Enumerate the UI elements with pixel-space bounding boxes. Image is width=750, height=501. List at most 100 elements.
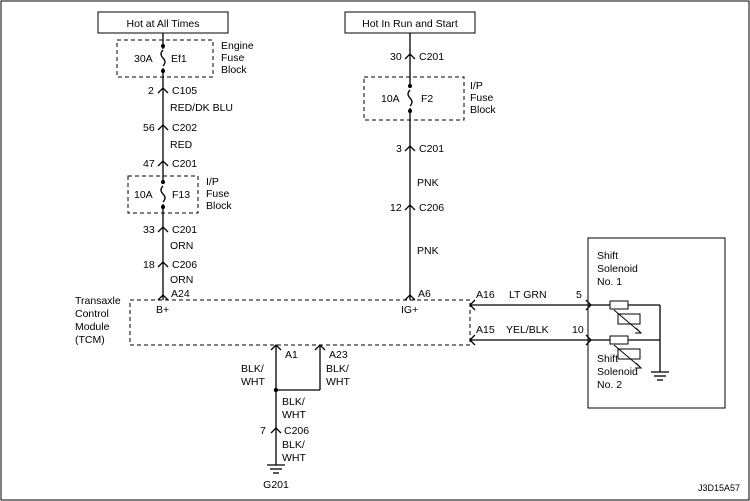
connector-c206-7-name: C206 (284, 425, 309, 437)
fuse-f13-symbol (160, 185, 166, 203)
fuse-f13-name: F13 (172, 189, 190, 201)
connector-c206-12-pin: 12 (390, 202, 402, 214)
shift-solenoid-2-core-icon (617, 348, 641, 360)
fuse-f2-symbol (407, 89, 413, 107)
ip-fuse-block-f13-line3: Block (206, 200, 232, 212)
connector-c206-18-name: C206 (172, 259, 197, 271)
fuse-ef1-name: Ef1 (171, 53, 187, 65)
connector-c202-name: C202 (172, 122, 197, 134)
wire-color-blk-wht-bottom-line2: WHT (282, 452, 306, 464)
connector-c206-7-pin: 7 (260, 425, 266, 437)
connector-c206-18-pin: 18 (143, 259, 155, 271)
connector-c105-pin: 2 (148, 85, 154, 97)
wire-color-blk-wht-mid-line2: WHT (282, 409, 306, 421)
tcm-pin-a6: A6 (418, 288, 431, 300)
tcm-terminal-b-plus: B+ (156, 304, 169, 316)
connector-c105-symbol (157, 87, 169, 94)
connector-c201-3-symbol (404, 145, 416, 152)
tcm-pin-a23: A23 (329, 349, 348, 361)
shift-solenoid-1-core-icon (617, 313, 641, 325)
solenoid-pin-5: 5 (576, 289, 582, 301)
tcm-label-line2: Control (75, 308, 109, 320)
tcm-label-line3: Module (75, 321, 110, 333)
figure-code: J3D15A57 (698, 483, 740, 493)
shift-solenoid-1-line2: Solenoid (597, 263, 638, 275)
connector-c206-12-symbol (404, 204, 416, 211)
tcm-label-line4: (TCM) (75, 334, 105, 346)
wire-color-lt-grn: LT GRN (509, 289, 547, 301)
tcm-label-line1: Transaxle (75, 295, 121, 307)
tcm-pin-a24: A24 (171, 288, 190, 300)
connector-c201-33-pin: 33 (143, 224, 155, 236)
connector-c201-3-pin: 3 (396, 143, 402, 155)
fuse-f13-terminal-top (161, 180, 165, 184)
shift-solenoid-2-coil-icon (609, 335, 629, 345)
wire-color-blk-wht-bottom-line1: BLK/ (282, 439, 305, 451)
connector-c202-symbol (157, 124, 169, 131)
wire-color-orn-2: ORN (170, 274, 193, 286)
shift-solenoid-1-coil-icon (609, 300, 629, 310)
connector-c201-30-pin: 30 (390, 51, 402, 63)
wire-color-blk-wht-a23-line2: WHT (326, 376, 350, 388)
fuse-ef1-terminal-bottom (161, 69, 165, 73)
ip-fuse-block-f2-line1: I/P (470, 80, 483, 92)
ip-fuse-block-f13 (127, 175, 199, 214)
tcm-pin-a24-symbol (157, 294, 169, 301)
wire-color-red: RED (170, 139, 193, 151)
connector-c105-name: C105 (172, 85, 197, 97)
connector-c201-47-symbol (157, 160, 169, 167)
connector-c202-pin: 56 (143, 122, 155, 134)
fuse-ef1-symbol (160, 49, 166, 67)
connector-c201-33-name: C201 (172, 224, 197, 236)
tcm-module-box (129, 299, 471, 346)
connector-c201-47-pin: 47 (143, 158, 155, 170)
connector-c206-7-symbol (270, 427, 282, 434)
fuse-f2-rating: 10A (381, 93, 400, 105)
ip-fuse-block-f2-line2: Fuse (470, 92, 494, 104)
fuse-f13-rating: 10A (134, 189, 153, 201)
engine-fuse-block (116, 39, 214, 78)
wire-color-yel-blk: YEL/BLK (506, 324, 549, 336)
shift-solenoid-assembly (587, 237, 726, 409)
shift-solenoid-1-line3: No. 1 (597, 276, 622, 288)
engine-fuse-block-line2: Fuse (221, 52, 245, 64)
wire-color-blk-wht-a23-line1: BLK/ (326, 363, 349, 375)
connector-c201-47-name: C201 (172, 158, 197, 170)
wire-color-red-dk-blu: RED/DK BLU (170, 102, 233, 114)
connector-c206-18-symbol (157, 261, 169, 268)
shift-solenoid-1-line1: Shift (597, 250, 618, 262)
fuse-ef1-terminal-top (161, 44, 165, 48)
tcm-terminal-ig-plus: IG+ (401, 304, 418, 316)
connector-c201-33-symbol (157, 226, 169, 233)
shift-solenoid-2-line3: No. 2 (597, 379, 622, 391)
shift-solenoid-2-line2: Solenoid (597, 366, 638, 378)
connector-c201-30-name: C201 (419, 51, 444, 63)
fuse-f2-terminal-bottom (408, 109, 412, 113)
wire-color-pnk-2: PNK (417, 245, 439, 257)
ip-fuse-block-f2 (363, 76, 465, 121)
tcm-pin-a15: A15 (476, 324, 495, 336)
engine-fuse-block-line3: Block (221, 64, 247, 76)
tcm-pin-a16: A16 (476, 289, 495, 301)
wire-color-blk-wht-mid-line1: BLK/ (282, 396, 305, 408)
wire-color-pnk-1: PNK (417, 177, 439, 189)
tcm-pin-a1: A1 (285, 349, 298, 361)
connector-c201-30-symbol (404, 53, 416, 60)
wire-color-blk-wht-a1-line1: BLK/ (241, 363, 264, 375)
solenoid-pin-10: 10 (572, 324, 584, 336)
ground-g201-label: G201 (263, 479, 289, 491)
connector-c201-3-name: C201 (419, 143, 444, 155)
wire-color-orn-1: ORN (170, 240, 193, 252)
fuse-f13-terminal-bottom (161, 205, 165, 209)
connector-c206-12-name: C206 (419, 202, 444, 214)
fuse-ef1-rating: 30A (134, 53, 153, 65)
power-source-run-start-label: Hot In Run and Start (362, 18, 458, 30)
power-source-label: Hot at All Times (127, 18, 200, 30)
engine-fuse-block-line1: Engine (221, 40, 254, 52)
ip-fuse-block-f13-line1: I/P (206, 176, 219, 188)
fuse-f2-terminal-top (408, 84, 412, 88)
ip-fuse-block-f13-line2: Fuse (206, 188, 230, 200)
